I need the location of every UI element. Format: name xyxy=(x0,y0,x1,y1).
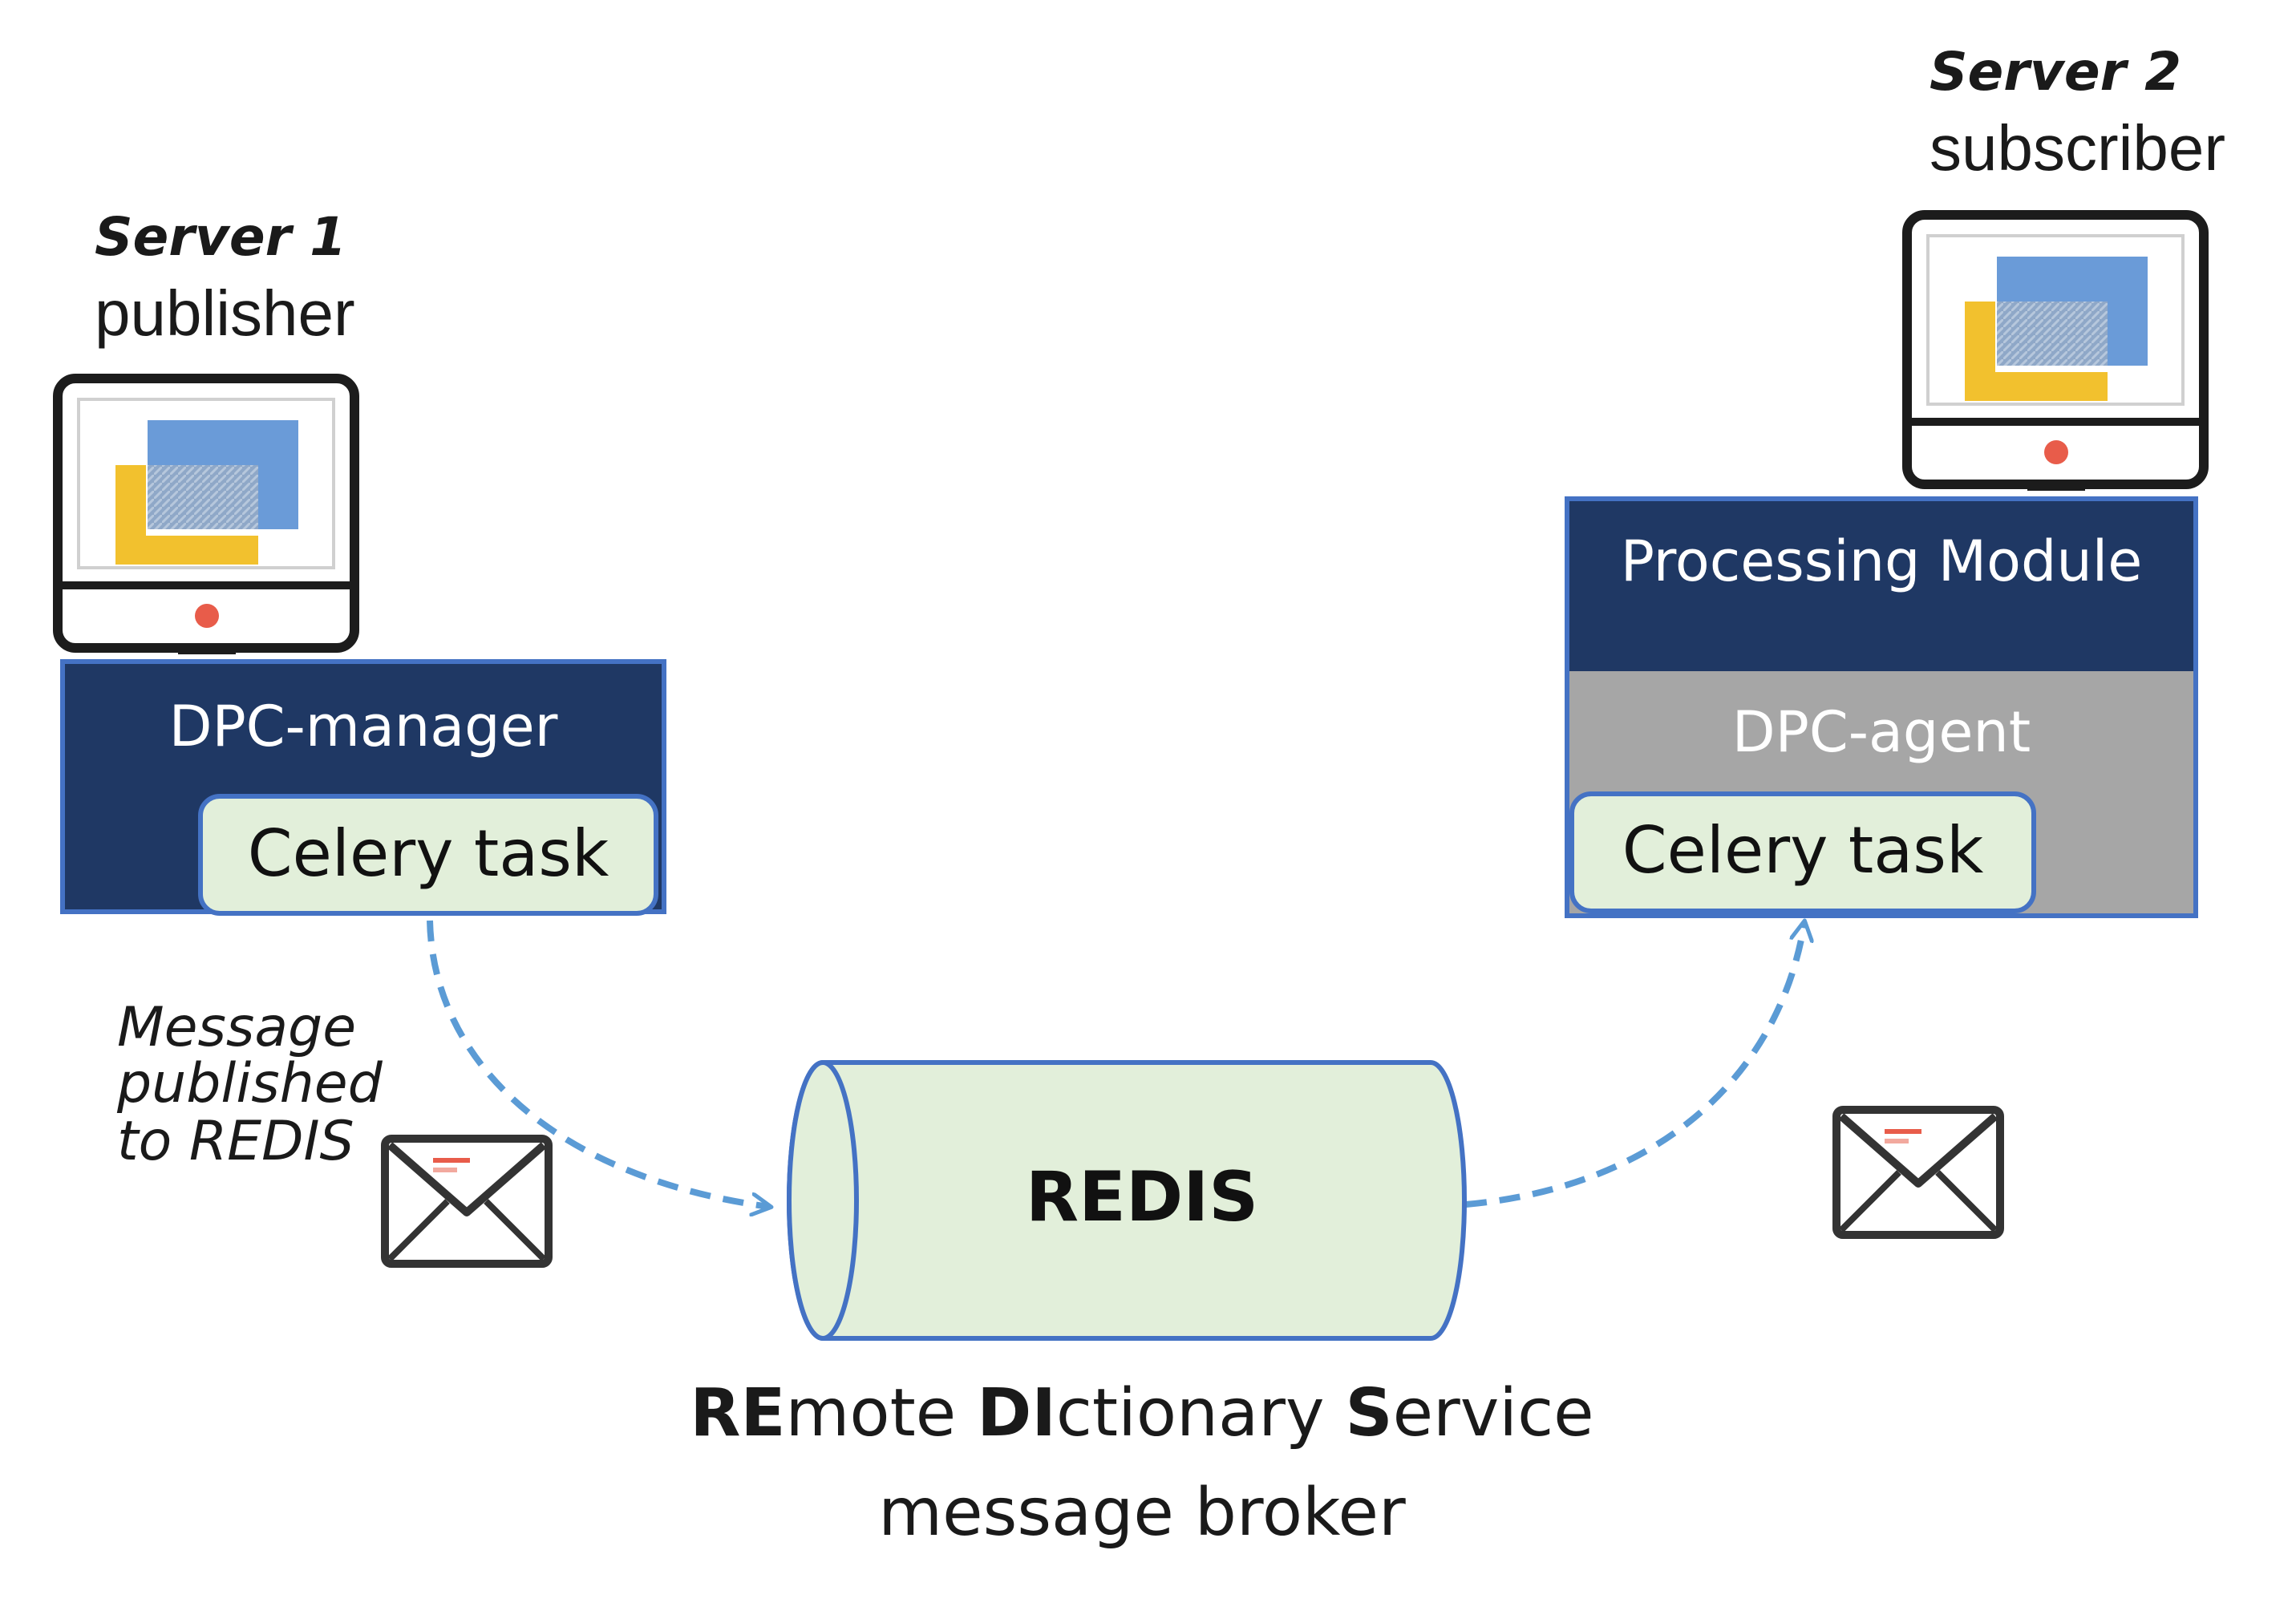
dpc-manager-box: DPC-manager Celery task xyxy=(60,659,666,916)
subscribe-arrow xyxy=(1465,922,1804,1208)
redis-expansion: REmote DIctionary Service xyxy=(690,1375,1593,1451)
celery-task-label: Celery task xyxy=(1622,813,1984,888)
server1-name: Server 1 xyxy=(95,206,346,268)
envelope-icon xyxy=(1832,1106,2004,1239)
redis-caption: REmote DIctionary Service message broker xyxy=(690,1375,1593,1551)
processing-module-title: Processing Module xyxy=(1621,528,2143,594)
computer-icon xyxy=(53,374,359,654)
power-indicator xyxy=(2044,440,2068,464)
power-indicator xyxy=(195,604,219,628)
server2-name: Server 2 xyxy=(1930,41,2181,103)
publish-note: Message published to REDIS xyxy=(116,996,383,1173)
celery-task-label: Celery task xyxy=(248,816,609,891)
publish-note-line1: Message xyxy=(117,996,356,1059)
publish-arrow xyxy=(427,920,770,1207)
server1-label: Server 1 publisher xyxy=(95,206,355,349)
redis-cylinder: REDIS xyxy=(787,1060,1467,1341)
envelope-icon xyxy=(381,1135,553,1268)
server2-label: Server 2 subscriber xyxy=(1930,41,2225,184)
server1-role: publisher xyxy=(95,277,355,349)
celery-task-publisher: Celery task xyxy=(198,794,658,916)
dpc-agent-title: DPC-agent xyxy=(1732,699,2031,765)
publish-note-line3: to REDIS xyxy=(117,1110,354,1173)
processing-module-box: Processing Module DPC-agent Celery task xyxy=(1565,496,2198,918)
redis-label: REDIS xyxy=(1026,1157,1258,1237)
dpc-manager-title: DPC-manager xyxy=(169,694,558,759)
publish-note-line2: published xyxy=(116,1052,383,1115)
celery-task-subscriber: Celery task xyxy=(1569,791,2036,913)
redis-caption-text: message broker xyxy=(878,1475,1406,1551)
computer-icon xyxy=(1902,210,2209,491)
server2-role: subscriber xyxy=(1930,112,2225,184)
